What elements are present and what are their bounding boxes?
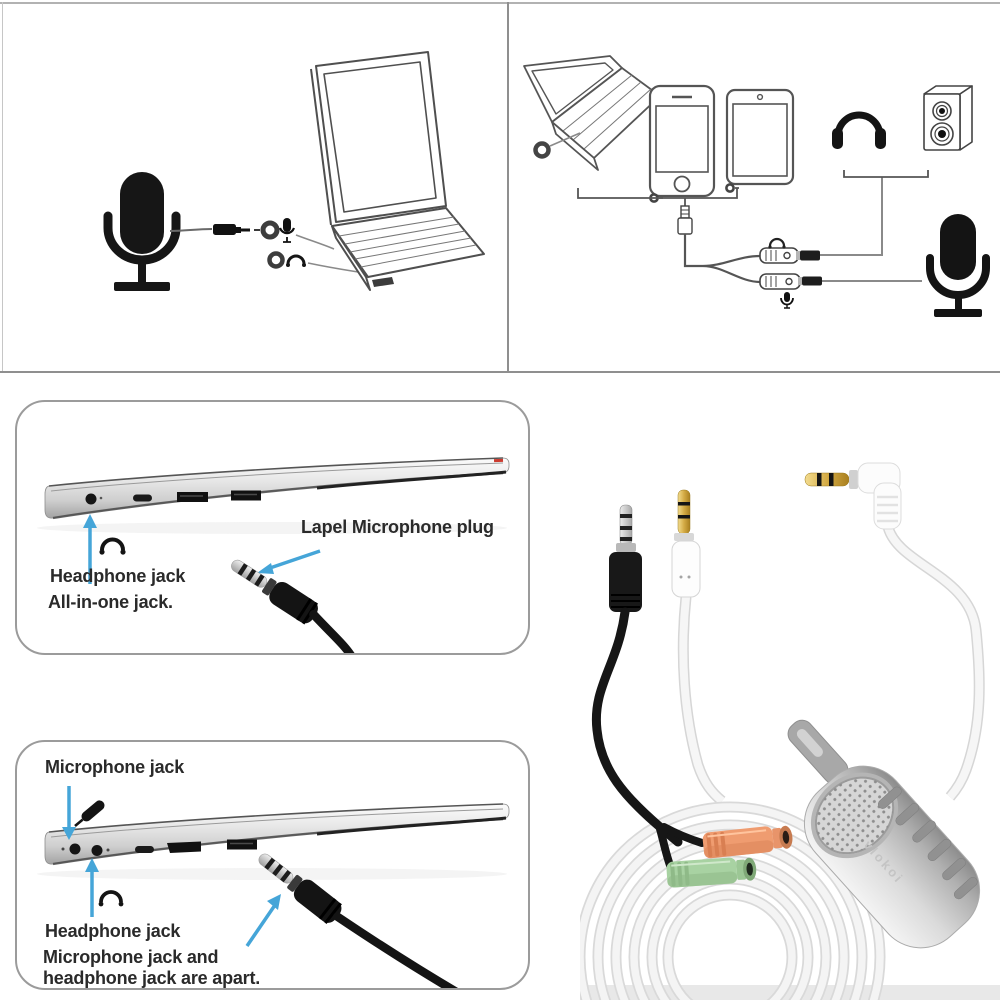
horizontal-divider bbox=[0, 371, 1000, 373]
laptop-side-photo bbox=[37, 457, 510, 534]
microphone-icon bbox=[103, 172, 181, 291]
headphone-out-line bbox=[820, 177, 883, 256]
usba-port bbox=[177, 492, 208, 502]
vertical-divider bbox=[507, 2, 509, 372]
hdmi-port bbox=[167, 841, 201, 853]
mic-glyph-small bbox=[278, 218, 296, 243]
mic-jack-port bbox=[69, 843, 81, 855]
headphones-icon bbox=[832, 111, 886, 149]
panel-separate-jacks: Microphone jack Headphone jack Microphon… bbox=[15, 740, 530, 990]
label-headphone-jack: Headphone jack bbox=[50, 566, 186, 586]
usba-port bbox=[231, 490, 261, 501]
laptop-side-photo bbox=[37, 803, 510, 880]
microphone-icon bbox=[926, 214, 990, 317]
headphone-glyph-small bbox=[768, 237, 786, 249]
vent-slots bbox=[877, 786, 978, 900]
product-photo: vlokoi bbox=[580, 462, 1000, 1000]
outputs-bracket bbox=[843, 170, 929, 178]
headphone-out-connector bbox=[759, 237, 820, 264]
splitter-trunk bbox=[683, 234, 761, 284]
usbc-port bbox=[133, 494, 152, 502]
smartphone-drawing bbox=[648, 84, 716, 203]
jack-plug-icon bbox=[213, 224, 260, 235]
headphone-splitter-jack-green bbox=[666, 857, 757, 888]
splitter-plug-drawing bbox=[677, 205, 693, 235]
lavalier-microphone-silver: vlokoi bbox=[803, 765, 981, 949]
speaker-icon bbox=[923, 85, 973, 151]
headphone-glyph-small bbox=[286, 254, 306, 267]
arrow-to-plug bbox=[245, 894, 281, 947]
devices-bracket bbox=[577, 188, 738, 199]
label-jacks-apart-line1: Microphone jack and bbox=[43, 947, 219, 967]
white-cables bbox=[677, 525, 985, 806]
mic-glyph-small bbox=[780, 292, 794, 309]
mic-cable-line bbox=[169, 228, 213, 232]
tablet-drawing bbox=[725, 88, 795, 193]
laptop-drawing bbox=[310, 51, 485, 291]
diagram-splitter-devices bbox=[523, 55, 990, 317]
label-headphone-jack: Headphone jack bbox=[45, 921, 181, 941]
power-accent bbox=[493, 458, 504, 463]
mic-in-connector bbox=[759, 273, 822, 309]
mic-splitter-jack-orange bbox=[702, 825, 793, 859]
lapel-plug-photo bbox=[258, 853, 462, 988]
leader-line-mic bbox=[295, 234, 335, 250]
label-microphone-jack: Microphone jack bbox=[45, 757, 185, 777]
lapel-mic-glyph bbox=[74, 800, 105, 827]
mic-port-icon bbox=[260, 220, 280, 240]
combo-jack-port bbox=[85, 493, 97, 505]
usbc-port bbox=[135, 846, 154, 853]
frame-top-line bbox=[0, 2, 1000, 4]
black-trrs-plug bbox=[591, 504, 683, 847]
panel-all-in-one-jack: Headphone jack All-in-one jack. Lapel Mi… bbox=[15, 400, 530, 655]
laptop-drawing bbox=[523, 55, 661, 171]
label-all-in-one-jack: All-in-one jack. bbox=[48, 592, 173, 612]
panel1-graphics bbox=[37, 457, 510, 653]
laptop-jack-port-icon bbox=[533, 141, 551, 159]
frame-left-line bbox=[2, 2, 3, 373]
headphone-jack-port bbox=[91, 845, 103, 856]
lapel-plug-photo bbox=[231, 559, 357, 653]
panel2-graphics bbox=[37, 786, 510, 988]
arrow-to-headphone-jack bbox=[85, 858, 99, 917]
laptop-leader-line bbox=[549, 132, 581, 147]
white-trs-plug-gold bbox=[671, 489, 701, 598]
label-jacks-apart-line2: headphone jack are apart. bbox=[43, 968, 261, 988]
headphone-glyph bbox=[99, 537, 126, 555]
headphone-glyph bbox=[98, 890, 124, 907]
label-lapel-microphone-plug: Lapel Microphone plug bbox=[301, 517, 494, 537]
usba-port bbox=[227, 839, 257, 850]
arrow-to-plug bbox=[257, 549, 321, 574]
arrow-to-mic-jack bbox=[62, 786, 76, 840]
headphone-port-icon bbox=[267, 251, 285, 269]
right-angle-plug-gold bbox=[804, 462, 902, 530]
diagram-mic-to-laptop bbox=[103, 51, 485, 291]
arrow-to-jack bbox=[83, 514, 97, 584]
